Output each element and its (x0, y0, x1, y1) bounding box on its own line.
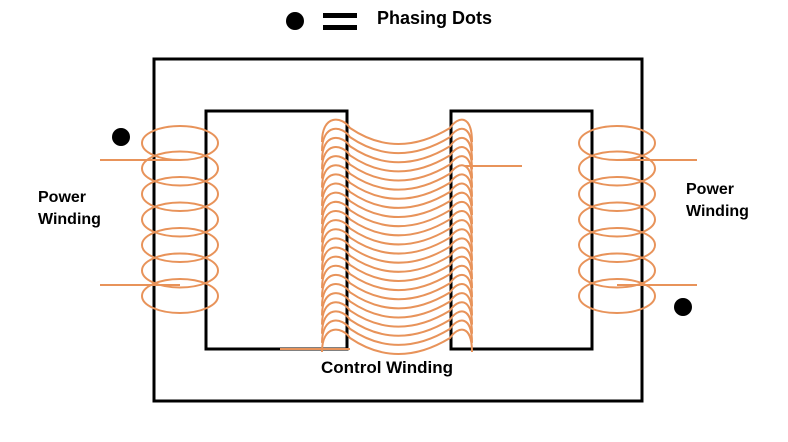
control-winding-turn (321, 246, 473, 273)
right-power-winding-turn (578, 252, 656, 289)
left-power-winding (100, 125, 219, 314)
control-winding-turn (321, 237, 473, 264)
right-phasing-dot (674, 298, 692, 316)
left-power-winding-turn (141, 150, 219, 187)
control-winding-turn (321, 292, 473, 319)
control-winding-turn (321, 301, 473, 328)
left-power-winding-turn (141, 176, 219, 212)
right-power-winding (578, 125, 697, 314)
control-winding-turn (321, 155, 473, 182)
right-power-winding-label-line1: Power (686, 181, 735, 198)
right-power-winding-turn (578, 227, 656, 263)
left-power-winding-turn (141, 278, 219, 314)
right-power-winding-turn (578, 278, 656, 314)
core-window-right (449, 109, 594, 351)
left-power-winding-label: Power Winding (38, 187, 101, 231)
control-winding-turn (321, 264, 473, 291)
left-power-winding-turn (141, 227, 219, 263)
control-winding-turn (321, 200, 473, 228)
control-winding-turn (321, 118, 473, 145)
right-power-winding-turn (578, 150, 656, 187)
control-winding-turn (321, 146, 473, 173)
control-winding-turn (321, 219, 473, 246)
control-winding (280, 118, 522, 355)
legend-equals-top (323, 13, 357, 18)
right-power-winding-turn (578, 125, 656, 161)
left-power-winding-label-line1: Power (38, 189, 87, 206)
right-power-winding-turn (578, 201, 656, 238)
control-winding-turn (321, 191, 473, 218)
control-winding-turn (321, 328, 473, 355)
control-winding-turn (321, 228, 473, 255)
control-winding-turn (321, 182, 473, 209)
left-phasing-dot (112, 128, 130, 146)
control-winding-turn (321, 127, 473, 154)
control-winding-turn (321, 319, 473, 346)
legend-phasing-dot (286, 12, 304, 30)
core-outer (152, 57, 644, 403)
control-winding-turn (321, 210, 473, 237)
control-winding-turn (321, 137, 473, 164)
control-winding-turn (321, 255, 473, 282)
right-power-winding-label: Power Winding (686, 179, 749, 223)
control-winding-turn (321, 273, 473, 301)
control-winding-turn (321, 173, 473, 200)
control-winding-turn (321, 310, 473, 337)
control-winding-turn (321, 164, 473, 191)
left-power-winding-turn (141, 201, 219, 238)
right-power-winding-turn (578, 176, 656, 212)
control-winding-label: Control Winding (321, 358, 454, 377)
control-winding-turn (321, 283, 473, 310)
core-window-left (204, 109, 349, 351)
right-power-winding-label-line2: Winding (686, 203, 749, 220)
left-power-winding-label-line2: Winding (38, 211, 101, 228)
phasing-dots-label: Phasing Dots (377, 8, 493, 28)
legend-equals-bottom (323, 25, 357, 30)
left-power-winding-turn (141, 252, 219, 289)
